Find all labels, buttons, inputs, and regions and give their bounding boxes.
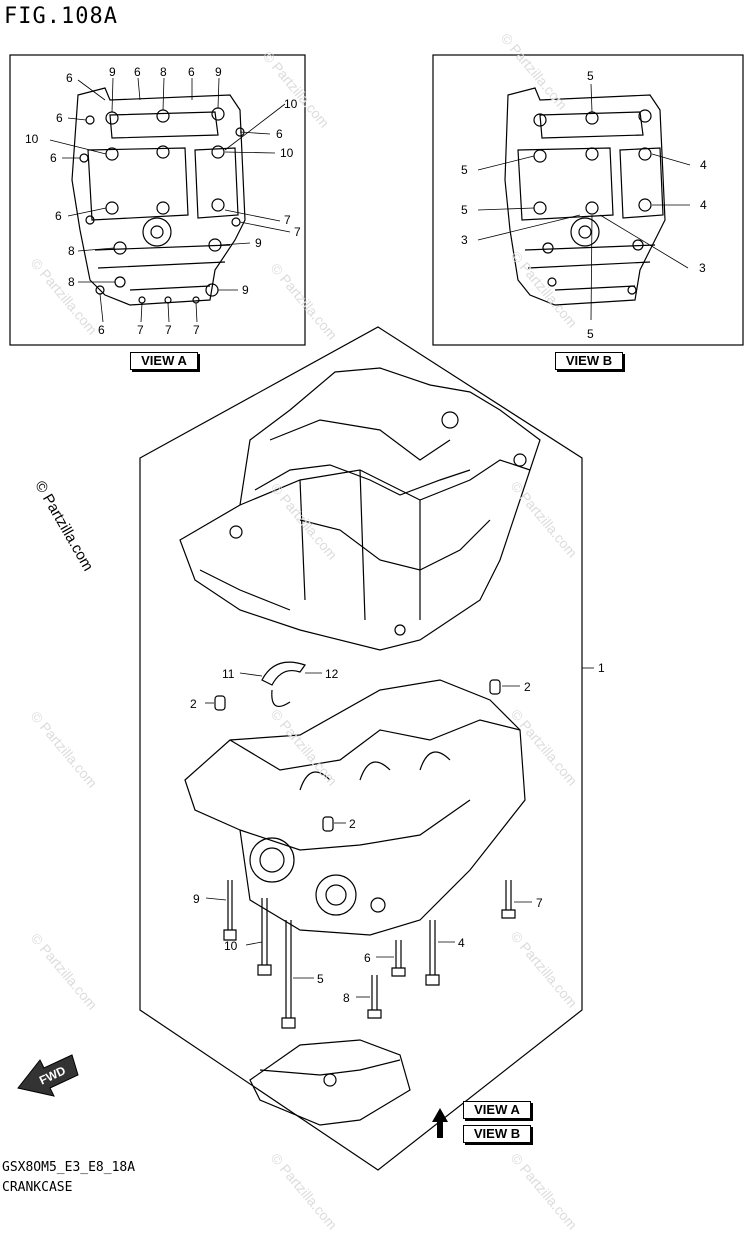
callout-number: 8 — [68, 275, 75, 289]
callout-number: 10 — [224, 939, 238, 953]
callout-number: 5 — [587, 327, 594, 341]
callout-number: 6 — [50, 151, 57, 165]
callout-number: 6 — [55, 209, 62, 223]
fwd-arrow-icon: FWD — [17, 1054, 79, 1097]
assembly-frame — [139, 326, 583, 1171]
callout-number: 5 — [587, 69, 594, 83]
callout-number: 6 — [276, 127, 283, 141]
dowel-pins — [214, 679, 501, 832]
view-b-reference-label: VIEW B — [463, 1125, 531, 1143]
callout-number: 6 — [66, 71, 73, 85]
callout-number: 9 — [215, 65, 222, 79]
callout-number: 11 — [222, 667, 235, 681]
main-bolts — [223, 880, 516, 1029]
callout-number: 6 — [98, 323, 105, 337]
lower-crankcase — [184, 679, 526, 936]
callout-number: 10 — [25, 132, 39, 146]
callout-number: 6 — [364, 951, 371, 965]
view-a-panel — [9, 54, 306, 346]
callout-number: 3 — [699, 261, 706, 275]
callout-number: 9 — [242, 283, 249, 297]
callout-number: 5 — [461, 163, 468, 177]
callout-number: 2 — [349, 817, 356, 831]
callout-number: 2 — [190, 697, 197, 711]
callout-number: 1 — [598, 661, 605, 675]
view-b-leaders — [477, 83, 691, 321]
callout-number: 7 — [165, 323, 172, 337]
view-a-bolts — [79, 107, 245, 304]
main-leaders — [205, 672, 532, 998]
callout-number: 9 — [109, 65, 116, 79]
callout-number: 2 — [524, 680, 531, 694]
bearing-cap-part — [249, 1039, 411, 1126]
view-a-leaders — [49, 77, 291, 323]
view-b-engine-outline — [504, 87, 666, 306]
view-b-callout-labels: 5 5 4 5 4 3 3 5 — [461, 69, 707, 341]
view-b-panel — [432, 54, 744, 346]
main-callout-labels: 1 11 12 2 2 2 9 7 10 4 6 5 8 — [190, 661, 605, 1005]
callout-number: 7 — [536, 896, 543, 910]
callout-number: 4 — [700, 158, 707, 172]
figure-code: GSX8OM5_E3_E8_18A — [2, 1160, 136, 1175]
callout-number: 3 — [461, 233, 468, 247]
callout-number: 7 — [294, 225, 301, 239]
callout-number: 10 — [284, 97, 298, 111]
callout-number: 6 — [188, 65, 195, 79]
callout-number: 7 — [137, 323, 144, 337]
callout-number: 12 — [325, 667, 339, 681]
figure-name: CRANKCASE — [2, 1180, 73, 1195]
callout-number: 5 — [317, 972, 324, 986]
bearing-shells — [261, 661, 306, 708]
up-arrow-icon — [432, 1108, 448, 1138]
figure-title: FIG.108A — [4, 4, 118, 29]
crankcase-diagram: FWD 6 9 6 8 6 9 6 10 10 6 10 6 6 7 7 9 8… — [9, 54, 744, 1171]
view-b-label: VIEW B — [555, 352, 623, 370]
callout-number: 4 — [458, 936, 465, 950]
callout-number: 6 — [56, 111, 63, 125]
view-a-reference-label: VIEW A — [463, 1101, 531, 1119]
callout-number: 9 — [255, 236, 262, 250]
callout-number: 8 — [343, 991, 350, 1005]
callout-number: 10 — [280, 146, 294, 160]
callout-number: 8 — [160, 65, 167, 79]
callout-number: 8 — [68, 244, 75, 258]
callout-number: 5 — [461, 203, 468, 217]
callout-number: 4 — [700, 198, 707, 212]
view-a-engine-outline — [71, 87, 246, 306]
callout-number: 7 — [193, 323, 200, 337]
callout-number: 7 — [284, 213, 291, 227]
view-a-label: VIEW A — [130, 352, 198, 370]
upper-crankcase — [179, 367, 541, 651]
callout-number: 6 — [134, 65, 141, 79]
view-a-callout-labels: 6 9 6 8 6 9 6 10 10 6 10 6 6 7 7 9 8 8 9… — [25, 65, 301, 337]
callout-number: 9 — [193, 892, 200, 906]
